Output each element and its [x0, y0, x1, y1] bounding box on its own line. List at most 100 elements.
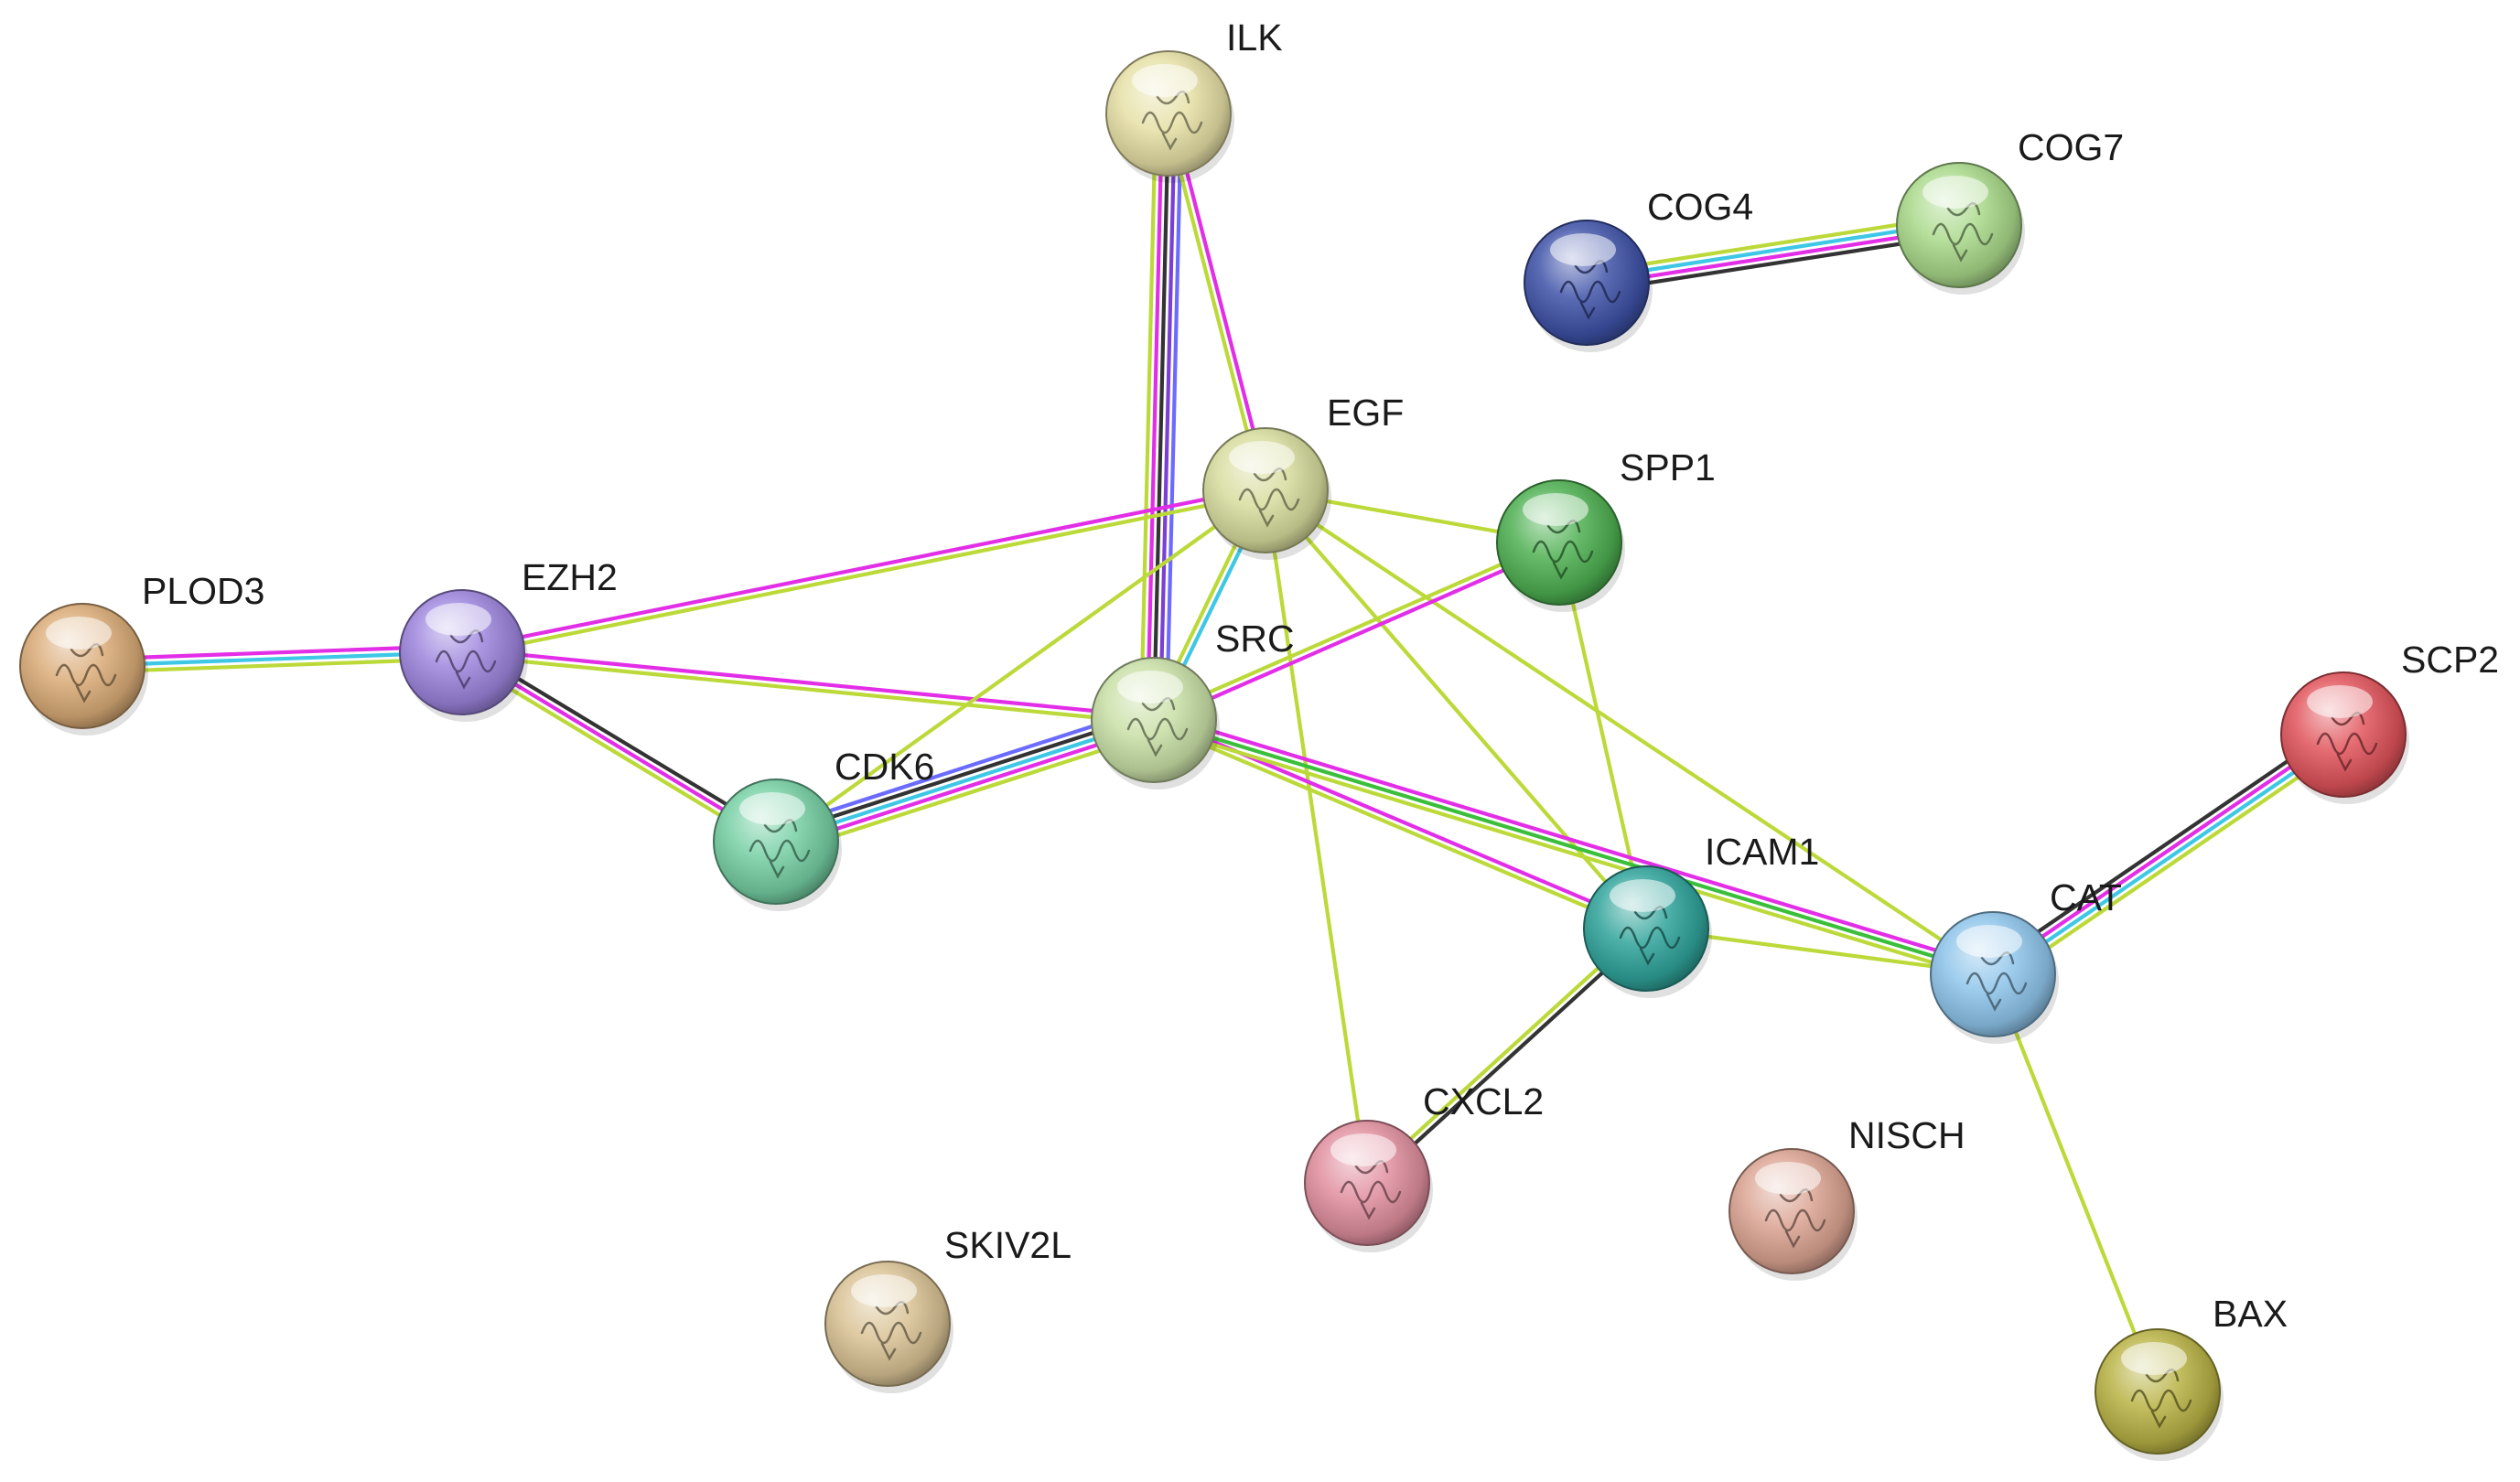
node-label: CDK6 — [835, 746, 934, 788]
node-label: CAT — [2050, 876, 2122, 918]
node-plod3[interactable]: PLOD3 — [19, 570, 264, 736]
edge-ezh2-src — [459, 647, 1157, 725]
edge-egf-cxcl2 — [1263, 488, 1370, 1186]
edge-line-magenta — [1153, 543, 1563, 725]
edges-layer — [80, 111, 2352, 1394]
node-highlight — [1117, 671, 1183, 703]
protein-structure-icon — [860, 1301, 922, 1361]
node-label: SKIV2L — [944, 1224, 1072, 1266]
edge-line-lime — [1990, 972, 2160, 1394]
node-highlight — [46, 617, 112, 650]
node-bax[interactable]: BAX — [2095, 1293, 2288, 1461]
node-ezh2[interactable]: EZH2 — [399, 556, 618, 722]
edge-ezh2-egf — [459, 485, 1268, 658]
edge-line-cyan — [773, 717, 1157, 844]
node-src[interactable]: SRC — [1091, 618, 1295, 789]
node-label: CXCL2 — [1423, 1080, 1544, 1122]
edge-line-black — [1151, 111, 1171, 723]
edge-line-cyan — [1992, 735, 2348, 979]
edge-line-magenta — [1169, 111, 1271, 492]
node-highlight — [1956, 925, 2022, 958]
edge-line-lime — [1583, 213, 1960, 275]
node-highlight — [739, 792, 805, 825]
protein-structure-icon — [1965, 951, 2028, 1012]
edge-spp1-src — [1150, 537, 1563, 725]
protein-structure-icon — [435, 629, 497, 690]
edge-line-blue — [1164, 112, 1184, 723]
node-icam1[interactable]: ICAM1 — [1583, 831, 1819, 998]
node-highlight — [2307, 685, 2373, 718]
edge-line-magenta — [460, 647, 1157, 719]
edge-cdk6-src — [770, 705, 1160, 856]
edge-line-lime — [778, 730, 1160, 856]
protein-structure-icon — [1532, 520, 1594, 580]
protein-structure-icon — [1619, 906, 1681, 966]
protein-structure-icon — [1238, 467, 1300, 528]
node-highlight — [1550, 233, 1616, 266]
node-cdk6[interactable]: CDK6 — [713, 746, 934, 911]
protein-structure-icon — [1932, 202, 1994, 263]
node-label: BAX — [2213, 1293, 2288, 1335]
node-label: COG4 — [1647, 186, 1753, 228]
edge-plod3-ezh2 — [80, 643, 465, 675]
edge-line-magenta — [1988, 730, 2344, 974]
edge-line-lime — [773, 488, 1268, 844]
node-highlight — [1610, 879, 1675, 912]
node-nisch[interactable]: NISCH — [1728, 1114, 1965, 1281]
edge-line-cyan — [80, 650, 465, 669]
edge-line-lime — [1996, 740, 2352, 984]
node-label: PLOD3 — [142, 570, 264, 612]
node-cxcl2[interactable]: CXCL2 — [1304, 1080, 1544, 1252]
node-skiv2l[interactable]: SKIV2L — [824, 1224, 1072, 1393]
edge-line-lime — [1263, 488, 1370, 1186]
protein-structure-icon — [1141, 91, 1203, 151]
edge-line-lime — [1150, 537, 1560, 719]
node-label: ICAM1 — [1705, 831, 1819, 873]
edge-cat-bax — [1990, 972, 2160, 1394]
edge-line-lime — [460, 491, 1268, 658]
protein-structure-icon — [1559, 260, 1621, 320]
node-ilk[interactable]: ILK — [1105, 16, 1283, 183]
edge-line-magenta — [776, 724, 1158, 850]
edge-cat-scp2 — [1985, 725, 2352, 984]
node-egf[interactable]: EGF — [1202, 392, 1404, 560]
edge-line-lime — [1163, 112, 1265, 493]
node-highlight — [1132, 64, 1198, 97]
node-highlight — [851, 1274, 917, 1307]
node-highlight — [1330, 1133, 1396, 1166]
edge-line-black — [771, 712, 1154, 838]
edge-line-lime — [1150, 721, 1647, 934]
node-label: SCP2 — [2401, 639, 2499, 681]
node-highlight — [1229, 441, 1295, 474]
edge-ilk-egf — [1163, 111, 1271, 493]
edge-line-magenta — [1145, 111, 1165, 722]
node-label: SRC — [1215, 618, 1295, 660]
edge-line-lime — [459, 653, 1156, 725]
edge-line-violet — [1158, 112, 1178, 723]
node-label: ILK — [1226, 16, 1283, 59]
edge-cdk6-egf — [773, 488, 1268, 844]
edge-line-lime — [1263, 488, 1996, 977]
node-cog4[interactable]: COG4 — [1524, 186, 1753, 352]
node-label: SPP1 — [1620, 446, 1716, 489]
node-highlight — [1922, 176, 1988, 209]
edge-line-lime — [81, 656, 465, 675]
node-label: EZH2 — [522, 556, 618, 598]
protein-structure-icon — [1126, 697, 1189, 757]
node-label: COG7 — [2018, 126, 2124, 168]
node-highlight — [425, 603, 491, 636]
node-cog7[interactable]: COG7 — [1896, 126, 2124, 295]
edge-line-green — [1151, 717, 1996, 977]
edge-src-cat — [1149, 712, 1998, 983]
node-scp2[interactable]: SCP2 — [2280, 639, 2499, 804]
node-label: NISCH — [1848, 1114, 1965, 1156]
edge-line-black — [1985, 725, 2341, 969]
protein-structure-icon — [2316, 712, 2378, 772]
node-spp1[interactable]: SPP1 — [1496, 446, 1716, 612]
node-highlight — [1755, 1162, 1821, 1195]
edge-line-lime — [1149, 724, 1994, 983]
node-cat[interactable]: CAT — [1930, 876, 2122, 1044]
protein-structure-icon — [1340, 1160, 1402, 1220]
edge-line-magenta — [459, 485, 1267, 651]
